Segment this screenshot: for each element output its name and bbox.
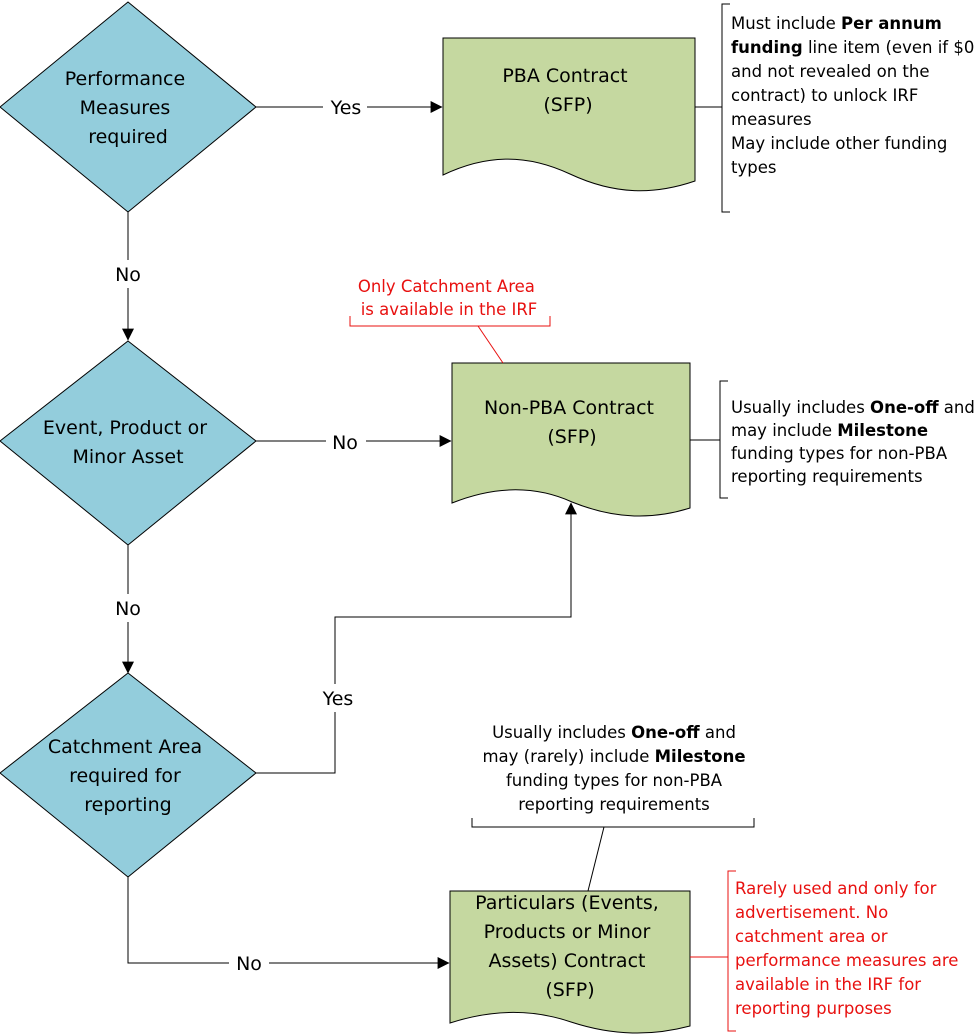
- note-segment: reporting requirements: [731, 467, 923, 486]
- edge-label-yes-2: Yes: [322, 688, 354, 710]
- note-bold-segment: Milestone: [655, 747, 746, 766]
- annotation-rarely-used: Rarely used and only for advertisement. …: [690, 870, 964, 1032]
- edge-label-no-2: No: [332, 432, 358, 454]
- decision-label: Performance Measures required: [65, 68, 191, 148]
- note-segment: may (rarely) include: [482, 747, 654, 766]
- note-segment: Usually includes: [731, 398, 870, 417]
- note-segment: line item (even if $0: [803, 38, 975, 57]
- decision-label: Event, Product or Minor Asset: [43, 417, 213, 468]
- note-segment: and: [939, 398, 975, 417]
- note-segment: measures: [731, 110, 812, 129]
- edge-label-no-4: No: [236, 953, 262, 975]
- note-segment: May include other funding: [731, 134, 947, 153]
- rarely-used-note-text: Rarely used and only for advertisement. …: [735, 879, 964, 1018]
- edge-d3-to-nonpba: [256, 502, 577, 774]
- edge-d3-to-particulars: [127, 877, 450, 969]
- edge-label-no-1: No: [115, 264, 141, 286]
- note-bold-segment: One-off: [631, 723, 700, 742]
- edge-label-no-3: No: [115, 598, 141, 620]
- decision-catchment-area: Catchment Area required for reporting: [0, 672, 257, 878]
- note-bold-segment: funding: [731, 38, 803, 57]
- document-non-pba-contract: Non-PBA Contract (SFP): [451, 362, 691, 517]
- note-segment: contract) to unlock IRF: [731, 86, 918, 105]
- annotation-particulars-note: Usually includes One-off and may (rarely)…: [471, 723, 755, 892]
- note-segment: funding types for non-PBA: [731, 444, 948, 463]
- note-segment: and not revealed on the: [731, 62, 929, 81]
- note-segment: reporting requirements: [518, 795, 710, 814]
- note-segment: may include: [731, 421, 837, 440]
- annotation-pba-note: Must include Per annum funding line item …: [695, 3, 974, 213]
- note-segment: and: [700, 723, 736, 742]
- document-particulars-contract: Particulars (Events, Products or Minor A…: [449, 890, 691, 1034]
- decision-performance-measures: Performance Measures required: [0, 1, 257, 213]
- particulars-note-text: Usually includes One-off and may (rarely)…: [482, 723, 745, 814]
- document-label: PBA Contract (SFP): [502, 65, 633, 116]
- edge-label-yes-1: Yes: [330, 97, 362, 119]
- document-pba-contract: PBA Contract (SFP): [442, 37, 696, 192]
- annotation-catchment-only: Only Catchment Area is available in the …: [349, 277, 551, 364]
- document-label: Non-PBA Contract (SFP): [484, 397, 660, 448]
- catchment-only-note-text: Only Catchment Area is available in the …: [358, 277, 540, 319]
- note-segment: Usually includes: [492, 723, 631, 742]
- decision-event-product-minor-asset: Event, Product or Minor Asset: [0, 340, 257, 546]
- note-bold-segment: One-off: [870, 398, 939, 417]
- note-segment: funding types for non-PBA: [506, 771, 723, 790]
- decision-label: Catchment Area required for reporting: [48, 736, 208, 816]
- note-segment: types: [731, 158, 776, 177]
- note-segment: Must include: [731, 14, 841, 33]
- document-label: Particulars (Events, Products or Minor A…: [475, 892, 665, 1001]
- note-bold-segment: Milestone: [837, 421, 928, 440]
- pba-note-text: Must include Per annum funding line item …: [731, 14, 974, 177]
- note-bold-segment: Per annum: [841, 14, 942, 33]
